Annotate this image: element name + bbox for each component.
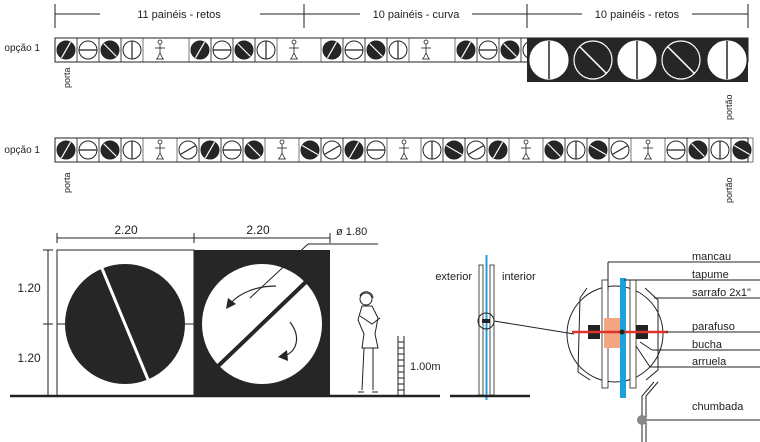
panel-cell: [486, 137, 510, 163]
person-figure-icon: [643, 139, 653, 160]
label-arruela: arruela: [692, 356, 727, 368]
detail-panel-int: [629, 279, 637, 389]
label-parafuso: parafuso: [692, 321, 735, 333]
panel-cell: [454, 37, 478, 63]
panel-cell: [210, 37, 234, 63]
panel-cell: [399, 139, 409, 160]
section-view: exterior interior: [435, 255, 575, 400]
panel-cell: [176, 137, 200, 163]
interior-label: interior: [502, 271, 536, 283]
panel-cell: [342, 137, 366, 163]
panel-row-2: [54, 137, 754, 163]
person-figure-icon: [521, 139, 531, 160]
row2-door-note: porta: [62, 172, 72, 193]
panel-cell: [320, 137, 344, 163]
section-label-3: 10 painéis - retos: [595, 9, 680, 21]
panel-cell: [242, 137, 266, 163]
panel-cell: [155, 139, 165, 160]
panel-cell: [54, 37, 78, 63]
panel-cell: [364, 137, 388, 163]
panel-cell: [542, 137, 566, 163]
panel-cell: [120, 137, 144, 163]
diameter-leader: [249, 243, 309, 299]
exterior-label: exterior: [435, 271, 472, 283]
panel-cell: [421, 39, 431, 60]
row1-gate-note: portão: [724, 94, 734, 120]
person-figure-icon: [289, 39, 299, 60]
row1-door-note: porta: [62, 67, 72, 88]
panel-cell: [98, 137, 122, 163]
panel-cell: [364, 37, 388, 63]
person-figure-icon: [399, 139, 409, 160]
elevation-view: 2.20 2.20 1.20 1.20 ø 1.80: [10, 223, 441, 398]
label-sarrafo: sarrafo 2x1": [692, 287, 751, 299]
panel-cell: [120, 37, 144, 63]
detail-view: mancau tapume sarrafo 2x1" parafuso buch…: [566, 251, 760, 442]
panel-cell: [608, 137, 632, 163]
height-top-label: 1.20: [17, 281, 41, 295]
panel-cell: [54, 137, 78, 163]
panel-cell: [708, 137, 732, 163]
row1-option-label: opção 1: [4, 43, 40, 54]
panel-cell: [188, 37, 212, 63]
person-figure-icon: [421, 39, 431, 60]
panel-cell: [664, 137, 688, 163]
gate-panels: [527, 38, 748, 82]
detail-post: [620, 278, 626, 398]
person-figure-icon: [277, 139, 287, 160]
panel-cell: [232, 37, 256, 63]
panel-cell: [277, 139, 287, 160]
row2-gate-note: portão: [724, 177, 734, 203]
panel-cell: [643, 139, 653, 160]
label-mancau: mancau: [692, 251, 731, 263]
panel-row-1: [54, 37, 749, 82]
panel-cell: [686, 137, 710, 163]
panel-cell: [320, 37, 344, 63]
panel-cell: [730, 137, 754, 163]
width-right-label: 2.20: [246, 223, 270, 237]
panel-cell: [289, 39, 299, 60]
panel-cell: [76, 37, 100, 63]
diameter-label: ø 1.80: [336, 226, 367, 238]
panel-cell: [254, 37, 278, 63]
panel-cell: [442, 137, 466, 163]
panel-cell: [521, 139, 531, 160]
panel-cell: [342, 37, 366, 63]
label-tapume: tapume: [692, 269, 729, 281]
panel-cell: [155, 39, 165, 60]
section-label-1: 11 painéis - retos: [137, 9, 221, 21]
detail-circle: [566, 285, 664, 383]
ruler-label: 1.00m: [410, 361, 441, 373]
panel-cell: [386, 37, 410, 63]
detail-leaders: [607, 261, 760, 421]
width-left-label: 2.20: [114, 223, 138, 237]
rotation-arrow-icon: [229, 285, 277, 305]
panel-cell: [586, 137, 610, 163]
height-bottom-label: 1.20: [17, 351, 41, 365]
person-figure-icon: [155, 139, 165, 160]
row2-option-label: opção 1: [4, 145, 40, 156]
anchor-bolt-icon: [637, 415, 647, 425]
detail-callout-leader: [493, 320, 575, 335]
person-figure-icon: [155, 39, 165, 60]
scale-ruler: [397, 336, 405, 396]
panel-cell: [476, 37, 500, 63]
label-bucha: bucha: [692, 339, 723, 351]
panel-cell: [420, 137, 444, 163]
label-chumbada: chumbada: [692, 401, 744, 413]
human-scale-figure: [357, 291, 381, 393]
section-label-2: 10 painéis - curva: [373, 9, 461, 21]
